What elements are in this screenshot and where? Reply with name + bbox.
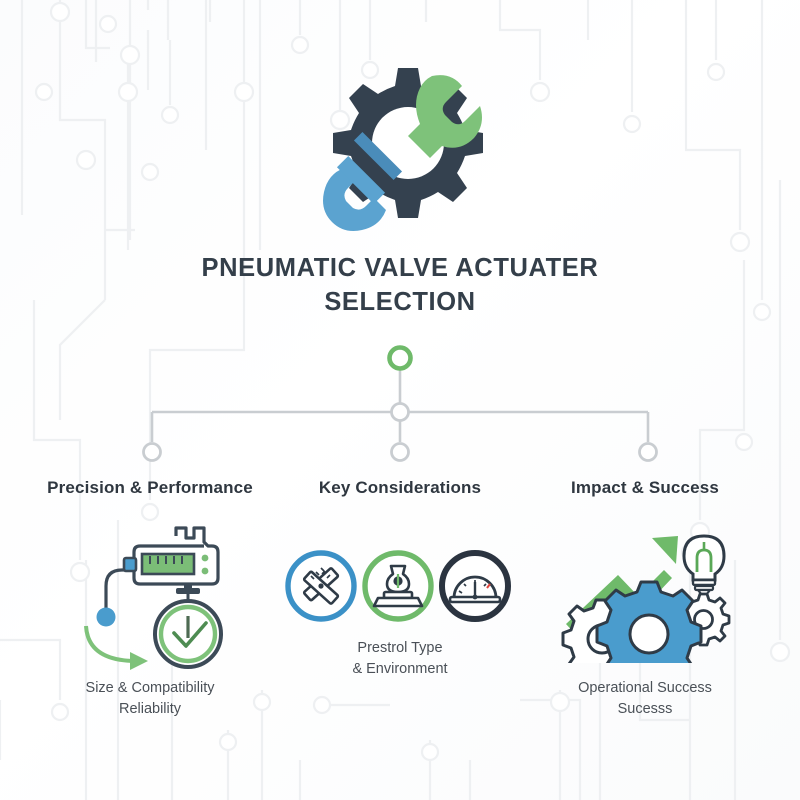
column-mid: Key Considerations — [270, 478, 530, 498]
probe-cable — [104, 568, 134, 610]
column-left: Precision & Performance — [20, 478, 280, 498]
caption-operational-success: Operational Success Sucesss — [578, 680, 712, 718]
caption-size-compatibility: Size & Compatibility Reliability — [85, 680, 215, 718]
caption-mid-wrapper: Prestrol Type & Environment — [270, 638, 530, 680]
column-right: Impact & Success — [515, 478, 775, 498]
tree-node-left — [142, 442, 162, 462]
column-heading-impact: Impact & Success — [571, 478, 719, 497]
three-badge-icon-row — [285, 550, 511, 622]
gear-wrench-icon — [323, 68, 483, 231]
tree-node-junction — [390, 402, 410, 422]
ruler-pencil-badge — [285, 550, 357, 622]
caption-left-wrapper: Size & Compatibility Reliability — [20, 678, 280, 720]
column-heading-key-considerations: Key Considerations — [318, 478, 482, 497]
tree-node-right — [638, 442, 658, 462]
tree-node-root — [387, 345, 413, 371]
tree-node-center — [390, 442, 410, 462]
stopwatch-check — [153, 584, 223, 669]
page-title: PNEUMATIC VALVE ACTUATER SELECTION — [100, 252, 700, 320]
measuring-instrument — [122, 526, 220, 586]
connector-tree — [142, 345, 658, 462]
wrench-blue-head — [323, 155, 386, 231]
probe-tip — [96, 607, 116, 627]
measuring-device-stopwatch-icon — [84, 526, 223, 670]
curved-arrow — [84, 625, 135, 663]
column-heading-precision: Precision & Performance — [47, 478, 253, 497]
wrench-green-head — [408, 75, 482, 158]
gear-blue — [595, 580, 703, 663]
valve-actuator-badge — [362, 550, 434, 622]
growth-arrow-gears-bulb-icon — [561, 534, 731, 663]
page-title-line-2: SELECTION — [324, 287, 476, 316]
light-bulb-icon — [682, 534, 726, 597]
page-title-line-1: PNEUMATIC VALVE ACTUATER — [201, 254, 599, 282]
pressure-gauge-badge — [439, 550, 511, 622]
caption-right-wrapper: Operational Success Sucesss — [515, 678, 775, 720]
wrench-shaft — [353, 131, 403, 181]
curved-arrow-head — [130, 652, 148, 670]
caption-prestrol-type: Prestrol Type & Environment — [352, 640, 448, 678]
